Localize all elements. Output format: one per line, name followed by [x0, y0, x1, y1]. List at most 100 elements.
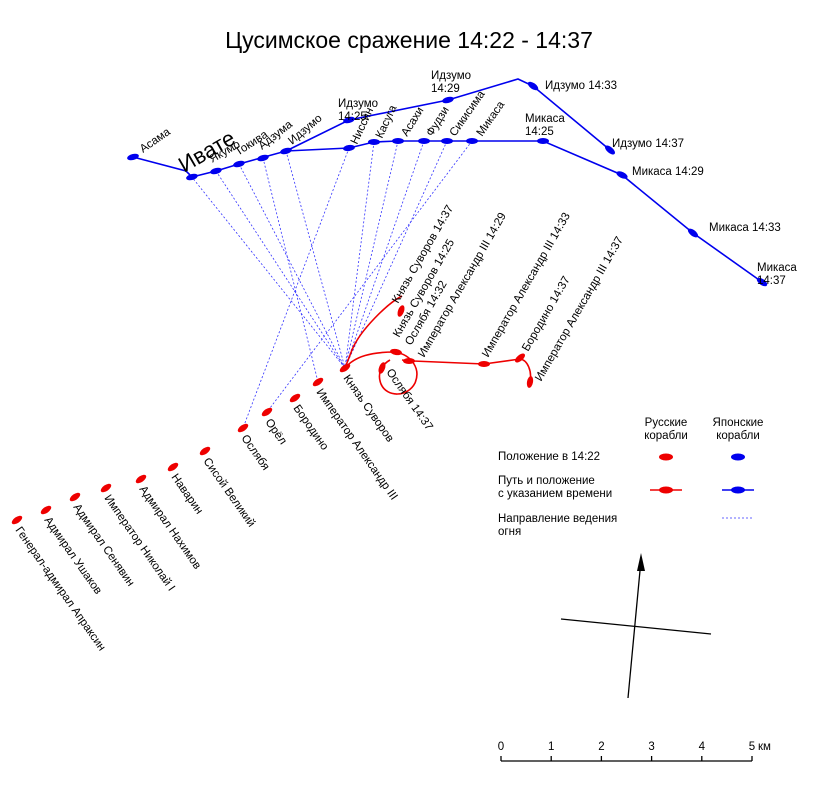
ship-marker-izumo-1433 [527, 81, 539, 91]
ship-marker-iwate [186, 173, 198, 181]
ship-marker-sisoy [199, 446, 211, 456]
russian-labels: Князь Суворов Император Александр III Бо… [13, 373, 400, 653]
fire-line [344, 140, 399, 369]
ship-marker-mikasa-1437 [756, 277, 768, 287]
fire-line [215, 170, 346, 369]
ship-marker-navarin [167, 462, 179, 472]
track-label-izumo-1433: Идзумо 14:33 [545, 80, 617, 92]
track-label-mikasa-1433: Микаса 14:33 [709, 222, 781, 234]
ship-marker-oslyabya [237, 423, 249, 433]
fire-line [242, 147, 350, 429]
fire-line [344, 141, 375, 369]
ship-marker-apraksin [11, 515, 23, 525]
izumo-track [285, 78, 611, 152]
ship-label-asahi: Асахи [399, 105, 426, 138]
ship-marker-nisshin [343, 144, 355, 152]
legend-russian-track-ship [659, 486, 673, 494]
scale-unit: км [758, 741, 771, 753]
russian-ships [11, 305, 534, 525]
ship-marker-azuma [257, 154, 269, 162]
ship-marker-izumo-1437 [605, 145, 615, 155]
ship-marker-alexander [312, 377, 324, 387]
ship-marker-izumo-1425 [343, 116, 355, 124]
compass-ew-line [560, 618, 712, 635]
russian-loop [344, 351, 418, 395]
scale-tick-label: 5 [749, 741, 755, 753]
ship-marker-kasuga [368, 139, 380, 145]
ship-marker-yakumo [210, 167, 222, 175]
fire-line [262, 157, 319, 383]
ship-marker-suvorov [339, 363, 351, 373]
ship-marker-izumo [280, 147, 292, 155]
ship-label-oslyabya: Ослябя [239, 433, 272, 473]
ship-label-sisoy: Сисой Великий [201, 456, 257, 530]
ship-label-orel: Орёл [263, 417, 289, 447]
ship-marker-suvorov-1437 [397, 305, 405, 317]
russian-line [401, 358, 532, 382]
page-title: Цусимское сражение 14:22 - 14:37 [225, 27, 593, 53]
ship-marker-mikasa [466, 138, 478, 144]
fire-line [285, 150, 346, 369]
north-arrow-icon [637, 553, 645, 571]
scale-tick-label: 0 [498, 741, 504, 753]
fire-line [190, 175, 346, 369]
ship-marker-mikasa-1433 [687, 228, 699, 238]
ship-marker-oslyabya-1432 [403, 358, 415, 364]
legend-japanese-track-ship [731, 486, 745, 494]
legend-russian-position [659, 453, 673, 461]
ship-marker-alexander-1437 [526, 376, 534, 388]
ship-label-navarin: Наварин [169, 472, 205, 517]
ship-marker-tokiwa [233, 160, 245, 168]
ship-marker-senyavin [69, 492, 81, 502]
track-label-oslyabya-1437: Ослябя 14:37 [384, 367, 435, 433]
fire-lines [190, 140, 473, 429]
scale-tick-label: 3 [648, 741, 654, 753]
scale-tick-label: 4 [699, 741, 706, 753]
ship-label-asama: Асама [138, 126, 173, 156]
ship-marker-izumo-1429 [442, 96, 454, 104]
scale-tick-label: 1 [548, 741, 554, 753]
russian-time-labels: Князь Суворов 14:37 Князь Суворов 14:25 … [384, 203, 626, 433]
ship-label-fuji: Фудзи [424, 105, 451, 139]
ship-marker-borodino [289, 393, 301, 403]
ship-marker-mikasa-1425 [537, 138, 549, 144]
ship-marker-suvorov-1425 [390, 348, 402, 356]
track-label-izumo-1437: Идзумо 14:37 [612, 138, 684, 150]
ship-marker-orel [261, 407, 273, 417]
russian-line [344, 295, 403, 369]
ship-marker-nakhimov [135, 474, 147, 484]
scale-tick-label: 2 [598, 741, 604, 753]
ship-marker-fuji [418, 138, 430, 144]
ship-label-nikolai: Император Николай I [102, 493, 177, 594]
ship-label-borodino: Бородино [291, 403, 331, 453]
fire-line [238, 163, 346, 369]
japanese-ships [127, 81, 768, 287]
compass [560, 553, 712, 699]
track-label-mikasa-1429: Микаса 14:29 [632, 166, 704, 178]
ship-marker-ushakov [40, 505, 52, 515]
ship-marker-shikishima [441, 138, 453, 144]
scale-ticks: 0 1 2 3 4 5 [498, 741, 755, 761]
fire-line [344, 140, 448, 369]
legend-japanese-position [731, 453, 745, 461]
ship-marker-borodino-1437 [515, 353, 525, 363]
fire-line [266, 140, 473, 413]
ship-marker-alexander-1433 [478, 361, 490, 367]
ship-marker-oslyabya-1437 [378, 362, 386, 374]
scale-bar: 0 1 2 3 4 5 км [498, 741, 771, 762]
fire-line [344, 140, 425, 369]
ship-marker-nikolai [100, 483, 112, 493]
russian-track [344, 295, 532, 395]
ship-marker-asahi [392, 138, 404, 144]
legend-row-position: Положение в 14:22 [498, 451, 600, 463]
